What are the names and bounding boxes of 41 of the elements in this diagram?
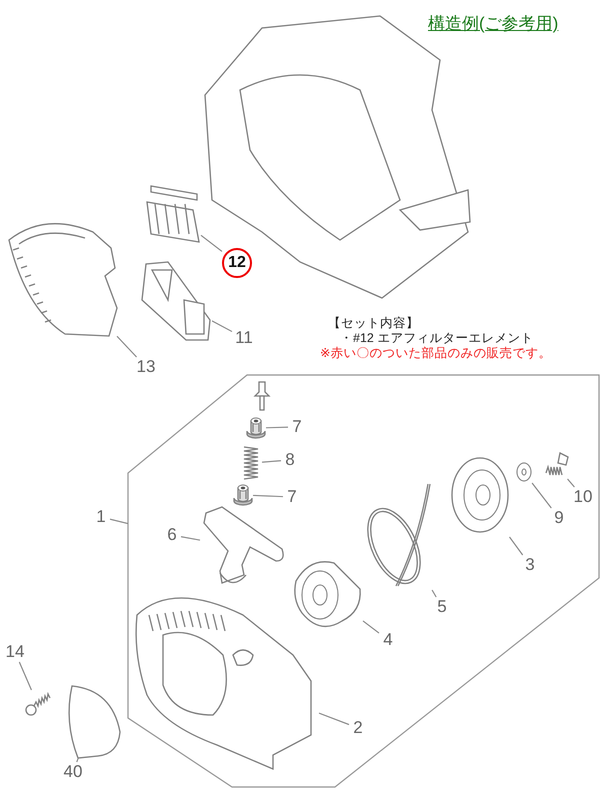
callout-number: 8 bbox=[281, 450, 299, 470]
leader-line bbox=[252, 494, 284, 498]
note-text: ・#12 エアフィルターエレメント bbox=[340, 331, 534, 346]
leader-line bbox=[266, 426, 288, 428]
cap-drawing bbox=[246, 417, 266, 439]
leader-line bbox=[180, 536, 200, 541]
leader-line bbox=[532, 482, 552, 508]
circled-callout-number: 12 bbox=[222, 248, 252, 278]
title: 構造例(ご参考用) bbox=[428, 13, 558, 35]
callout-number: 10 bbox=[570, 487, 596, 507]
washer-drawing bbox=[515, 462, 533, 483]
callout-number: 3 bbox=[521, 555, 539, 575]
leader-line bbox=[318, 712, 350, 726]
leader-line bbox=[18, 662, 32, 690]
sales-note: ※赤い〇のついた部品のみの販売です。 bbox=[320, 346, 552, 361]
callout-number: 4 bbox=[379, 630, 397, 650]
callout-number: 5 bbox=[433, 597, 451, 617]
leader-line bbox=[432, 590, 437, 598]
leader-line bbox=[362, 620, 380, 634]
callout-number: 40 bbox=[60, 762, 86, 782]
leader-line bbox=[200, 234, 222, 252]
assembly-outline bbox=[128, 375, 600, 788]
callout-number: 7 bbox=[288, 417, 306, 437]
callout-number: 1 bbox=[92, 507, 110, 527]
callout-number: 6 bbox=[163, 525, 181, 545]
screw-drawing bbox=[24, 690, 51, 718]
callout-number: 11 bbox=[232, 328, 256, 348]
callout-number: 9 bbox=[550, 508, 568, 528]
leader-line bbox=[509, 536, 524, 556]
leader-line bbox=[110, 518, 128, 524]
leader-line bbox=[212, 320, 232, 332]
leader-line bbox=[116, 336, 137, 358]
callout-number: 14 bbox=[2, 642, 28, 662]
callout-number: 7 bbox=[283, 487, 301, 507]
cap-drawing bbox=[233, 484, 253, 506]
leader-line bbox=[262, 460, 282, 463]
leader-line bbox=[76, 758, 79, 762]
callout-number: 13 bbox=[134, 357, 158, 377]
note-text: 【セット内容】 bbox=[328, 316, 419, 331]
callout-number: 2 bbox=[349, 718, 367, 738]
leader-line bbox=[567, 478, 575, 488]
